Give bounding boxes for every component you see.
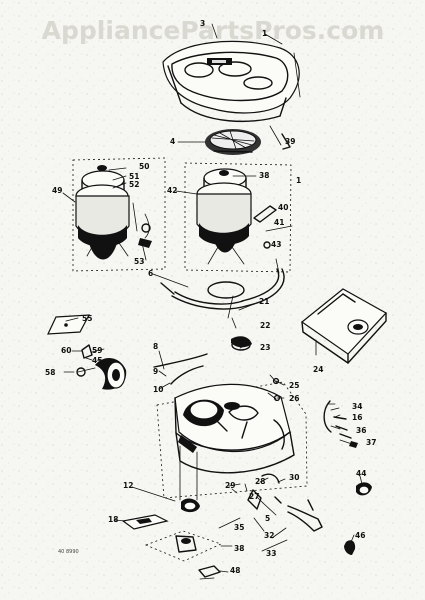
part-label: 43 [271, 240, 282, 249]
part-label: 22 [260, 321, 271, 330]
part-label: 37 [366, 438, 377, 447]
part-label: 58 [45, 368, 56, 377]
right-side-small-parts [287, 400, 372, 555]
part-label: 39 [285, 137, 296, 146]
part-label: 34 [352, 402, 363, 411]
part-label: 16 [352, 413, 363, 422]
front-pieces [121, 445, 282, 580]
part-label: 5 [265, 514, 271, 523]
part-label: 27 [249, 492, 260, 501]
part-label: 21 [259, 297, 270, 306]
part-label: 18 [108, 515, 119, 524]
base-housing [153, 353, 308, 499]
part-label: 24 [313, 365, 324, 374]
bag-cartridge [300, 288, 387, 364]
part-label: 26 [289, 394, 300, 403]
part-label: 55 [82, 314, 93, 323]
part-label: 12 [123, 481, 134, 490]
part-label: 40 [278, 203, 289, 212]
part-label: 33 [266, 549, 277, 558]
diagram-code: 40 8990 [58, 549, 79, 555]
part-label: 32 [264, 531, 275, 540]
part-label: 3 [200, 19, 206, 28]
part-label: 49 [52, 186, 63, 195]
part-label: 44 [356, 469, 367, 478]
part-label: 1 [296, 176, 302, 185]
part-label: 52 [129, 180, 140, 189]
right-motor-assembly [184, 162, 293, 273]
part-label: 41 [274, 218, 285, 227]
part-label: 38 [259, 171, 270, 180]
part-label: 28 [255, 477, 266, 486]
part-label: 38 [234, 544, 245, 553]
filter-disc [205, 129, 261, 155]
part-label: 53 [134, 257, 145, 266]
part-label: 30 [289, 473, 300, 482]
part-label: 48 [230, 566, 241, 575]
part-label: 35 [234, 523, 245, 532]
leader-lines [62, 23, 363, 573]
part-label: 45 [92, 356, 103, 365]
part-label: 60 [61, 346, 72, 355]
part-label: 59 [92, 346, 103, 355]
part-label: 23 [260, 343, 271, 352]
part-label: 4 [170, 137, 176, 146]
gasket-and-hose [160, 268, 285, 351]
top-cover-assembly [162, 40, 301, 150]
part-label: 46 [355, 531, 366, 540]
part-label: 29 [225, 481, 236, 490]
part-label: 8 [153, 342, 159, 351]
part-label: 6 [148, 269, 154, 278]
left-bracket-pieces [47, 314, 127, 390]
part-label: 36 [356, 426, 367, 435]
part-label: 10 [153, 385, 164, 394]
part-label: 50 [139, 162, 150, 171]
part-label: 25 [289, 381, 300, 390]
left-motor-assembly [72, 157, 166, 272]
watermark: AppliancePartsPros.com [41, 16, 385, 45]
part-label: 51 [129, 172, 140, 181]
part-label: 1 [262, 29, 268, 38]
part-label: 42 [167, 186, 178, 195]
part-label: 9 [153, 367, 159, 376]
